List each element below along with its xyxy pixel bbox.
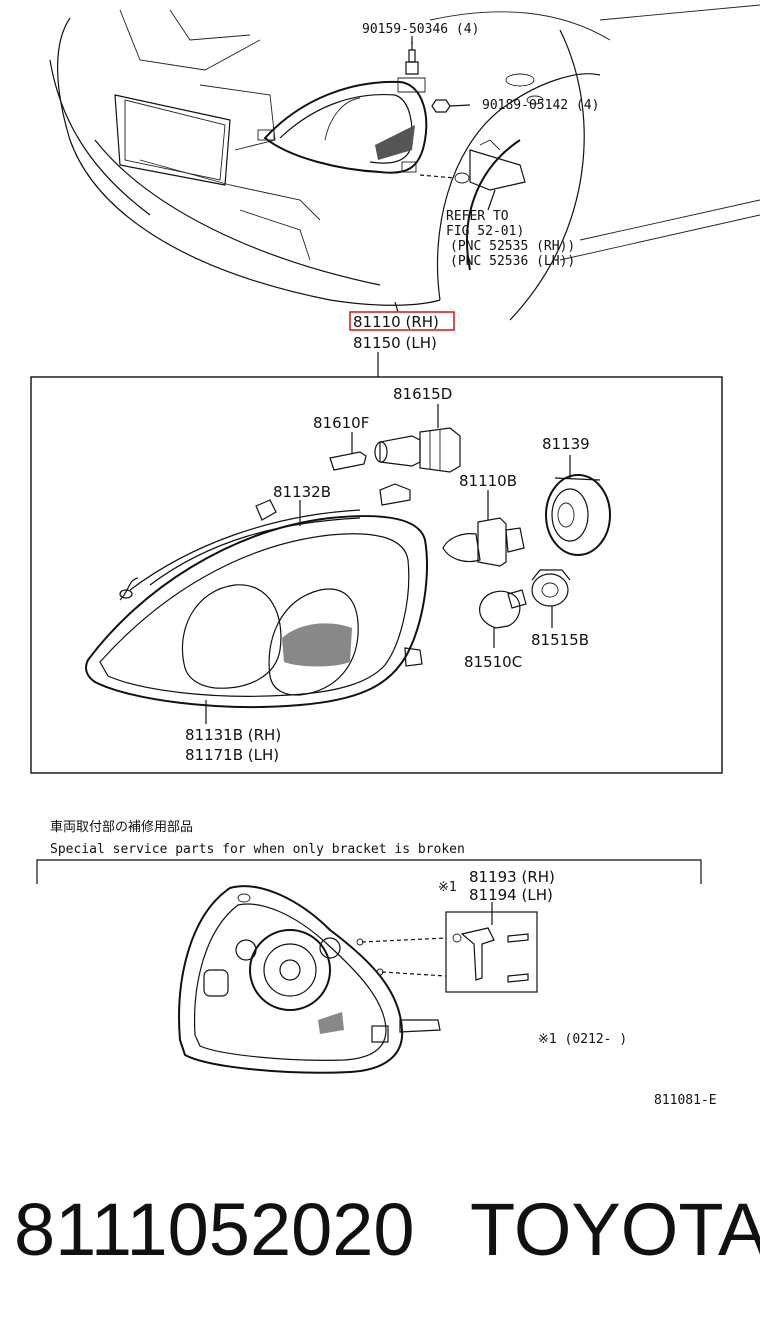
callout-refer-2: FIG 52-01)	[446, 224, 524, 239]
callout-bulb-b: 81110B	[459, 472, 517, 490]
section-bracket-line	[36, 859, 702, 884]
callout-bracket-rh: 81193 (RH)	[469, 868, 555, 886]
callout-housing-b: 81132B	[273, 483, 331, 501]
mark-note: ※1 (0212- )	[538, 1032, 627, 1047]
callout-refer-1: REFER TO	[446, 209, 509, 224]
note-japanese: 車両取付部の補修用部品	[50, 820, 193, 835]
callout-bulb-c: 81510C	[464, 653, 522, 671]
callout-lens-rh: 81131B (RH)	[185, 726, 281, 744]
lamp-back-view	[178, 885, 441, 1074]
callout-refer-4: (PNC 52536 (LH))	[450, 254, 575, 269]
part-number: 8111052020	[14, 1188, 415, 1271]
mark-1: ※1	[438, 880, 457, 895]
note-english: Special service parts for when only brac…	[50, 842, 465, 857]
bracket-detail	[361, 902, 538, 993]
callout-socket-b: 81515B	[531, 631, 589, 649]
exploded-view-frame	[30, 376, 723, 774]
callout-socket-d: 81615D	[393, 385, 452, 403]
headlamp-exploded-view	[85, 404, 611, 724]
callout-cap: 81139	[542, 435, 590, 453]
callout-nut: 90189-05142 (4)	[482, 98, 599, 113]
figure-code: 811081-E	[654, 1093, 717, 1108]
callout-bolt: 90159-50346 (4)	[362, 22, 479, 37]
callout-lens-lh: 81171B (LH)	[185, 746, 279, 764]
callout-bulb-f: 81610F	[313, 414, 369, 432]
vehicle-front-illustration	[49, 4, 760, 321]
callout-refer-3: (PNC 52535 (RH))	[450, 239, 575, 254]
callout-bracket-lh: 81194 (LH)	[469, 886, 553, 904]
highlight-box	[349, 311, 455, 331]
callout-assy-lh: 81150 (LH)	[353, 334, 437, 352]
brand-name: TOYOTA	[470, 1188, 760, 1271]
footer: 8111052020 TOYOTA	[0, 1180, 760, 1290]
callout-assy-rh[interactable]: 81110 (RH)	[353, 313, 439, 331]
